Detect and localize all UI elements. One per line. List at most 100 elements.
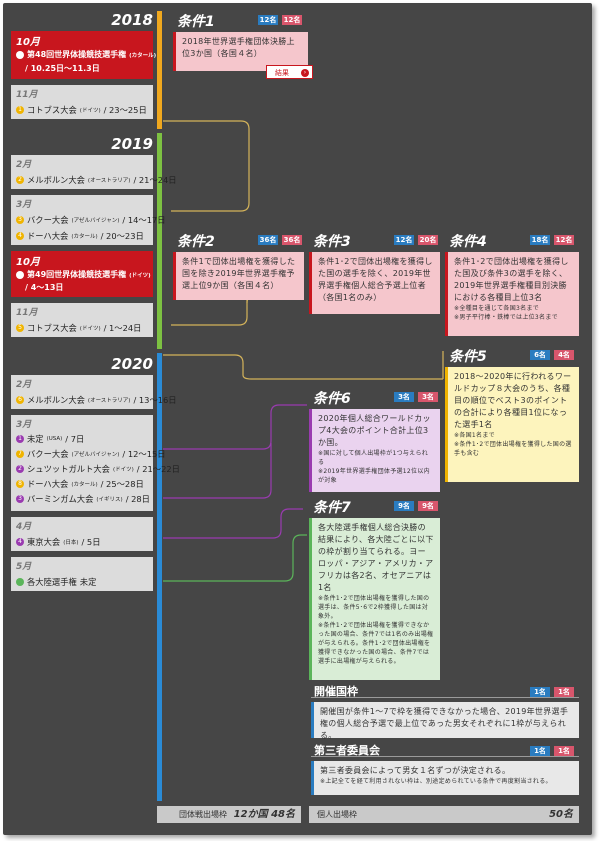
- condition-6-men-count: 3名: [394, 392, 414, 402]
- event-wc49-date: / 4～13日: [25, 283, 64, 292]
- marker-1: 1: [16, 435, 24, 443]
- condition-6-women-count: 3名: [418, 392, 438, 402]
- chevron-right-icon: ›: [301, 69, 309, 77]
- marker-4: 4: [16, 538, 24, 546]
- bullet-icon: [16, 50, 24, 59]
- condition-2-text: 条件1で団体出場権を獲得した国を除き2019年世界選手権予選上位9か国（各国４名…: [182, 257, 296, 290]
- condition-1-text: 2018年世界選手権団体決勝上位3か国（各国４名）: [182, 37, 295, 58]
- third-note: ※上記全てを経て利用されない枠は、別途定められている条件で再度割当される。: [320, 778, 552, 785]
- third-men-count: 1名: [530, 746, 550, 756]
- marker-2: 2: [16, 176, 24, 184]
- month-label: 5月: [16, 562, 32, 572]
- marker-3: 3: [16, 216, 24, 224]
- event-wc49: 第49回世界体操競技選手権(ドイツ): [16, 269, 151, 280]
- condition-2-women-count: 36名: [282, 235, 302, 245]
- condition-7-note2: ※条件1･2で団体出場権を獲得できなかった国の場合、条件7では1名のみ出場権が与…: [318, 622, 434, 665]
- condition-3-text2: （各国1名のみ）: [318, 293, 382, 302]
- individual-slots-footer: 個人出場枠 50名: [309, 806, 579, 823]
- timeline-bar-2018: [157, 11, 162, 129]
- condition-7-title: 条件7: [313, 500, 351, 516]
- connector-to-c5: [163, 354, 443, 380]
- third-box: 第三者委員会によって男女１名ずつが決定される。 ※上記全てを経て利用されない枠は…: [311, 761, 579, 795]
- month-label: 11月: [16, 308, 38, 318]
- month-label: 11月: [16, 90, 38, 100]
- third-women-count: 1名: [554, 746, 574, 756]
- event-wc48: 第48回世界体操競技選手権(カタール): [16, 49, 156, 60]
- marker-5: 5: [16, 324, 24, 332]
- condition-4-text: 条件1･2で団体出場権を獲得した国及び条件3の選手を除く、2019年世界選手権種…: [454, 257, 569, 302]
- condition-6-box: 2020年個人総合ワールドカップ4大会のポイント合計上位3か国。 ※国に対して個…: [309, 409, 440, 492]
- third-title: 第三者委員会: [314, 744, 380, 757]
- marker-3: 3: [16, 495, 24, 503]
- connector-lines: [163, 120, 444, 582]
- individual-slots-number: 50名: [549, 809, 573, 820]
- condition-3-box: 条件1･2で団体出場権を獲得した国の選手を除く、2019年世界選手権個人総合予選…: [309, 252, 440, 314]
- condition-4-title: 条件4: [449, 234, 487, 250]
- marker-6: 6: [16, 396, 24, 404]
- timeline-bar-2019: [157, 133, 162, 349]
- host-men-count: 1名: [530, 687, 550, 697]
- condition-3-text: 条件1･2で団体出場権を獲得した国の選手を除く、2019年世界選手権個人総合予選…: [318, 257, 433, 290]
- month-2018-10: 10月 第48回世界体操競技選手権(カタール) / 10.25日～11.3日: [11, 31, 156, 79]
- condition-5-title: 条件5: [449, 349, 487, 365]
- team-slots-label: 団体戦出場枠: [179, 810, 227, 819]
- chart-board: 2018 10月 第48回世界体操競技選手権(カタール) / 10.25日～11…: [3, 3, 592, 835]
- condition-1-women-count: 12名: [282, 15, 302, 25]
- third-text: 第三者委員会によって男女１名ずつが決定される。: [320, 766, 511, 775]
- condition-7-note1: ※条件1･2で団体出場権を獲得した国の選手は、条件5･6で2枠獲得した国は対象外…: [318, 595, 430, 620]
- condition-5-men-count: 6名: [530, 350, 550, 360]
- condition-5-note2: ※条件1･2で団体出場権を獲得した国の選手も含む: [454, 441, 572, 457]
- result-button[interactable]: 結果 ›: [266, 65, 313, 79]
- condition-6-text: 2020年個人総合ワールドカップ4大会のポイント合計上位3か国。: [318, 414, 431, 447]
- bullet-icon: [16, 270, 24, 279]
- condition-7-box: 各大陸選手権個人総合決勝の結果により、各大陸ごとに以下の枠が割り当てられる。ヨー…: [309, 518, 440, 680]
- month-label: 2月: [16, 380, 32, 390]
- condition-1-men-count: 12名: [258, 15, 278, 25]
- condition-5-text: 2018～2020年に行われるワールドカップ８大会のうち、各種目の順位でベスト3…: [454, 372, 572, 429]
- month-2019-10: 10月 第49回世界体操競技選手権(ドイツ) / 4～13日: [11, 251, 153, 297]
- month-label: 2月: [16, 160, 32, 170]
- condition-7-text: 各大陸選手権個人総合決勝の結果により、各大陸ごとに以下の枠が割り当てられる。ヨー…: [318, 523, 434, 592]
- connector-c7: [163, 508, 303, 539]
- connector-continental: [163, 534, 307, 582]
- marker-1: 1: [16, 106, 24, 114]
- continental-marker-icon: [16, 578, 24, 586]
- host-divider: [311, 697, 579, 698]
- event-continental: 各大陸選手権未定: [16, 576, 96, 588]
- month-label: 10月: [16, 257, 40, 268]
- result-label: 結果: [275, 69, 289, 77]
- month-label: 3月: [16, 200, 32, 210]
- condition-3-women-count: 20名: [418, 235, 438, 245]
- host-text: 開催国が条件1～7で枠を獲得できなかった場合、2019年世界選手権の個人総合予選…: [320, 707, 569, 740]
- year-2019: 2019: [11, 135, 153, 156]
- condition-7-men-count: 9名: [394, 501, 414, 511]
- condition-4-men-count: 18名: [530, 235, 550, 245]
- year-2018: 2018: [11, 11, 153, 32]
- marker-2: 2: [16, 465, 24, 473]
- team-slots-number: 12か国 48名: [233, 809, 295, 820]
- connector-c2-branch: [171, 253, 248, 326]
- host-women-count: 1名: [554, 687, 574, 697]
- team-slots-footer: 団体戦出場枠 12か国 48名: [157, 806, 301, 823]
- condition-4-box: 条件1･2で団体出場権を獲得した国及び条件3の選手を除く、2019年世界選手権種…: [445, 252, 579, 336]
- condition-5-note1: ※各国1名まで: [454, 432, 495, 439]
- individual-slots-label: 個人出場枠: [317, 810, 357, 819]
- month-label: 10月: [16, 37, 40, 48]
- condition-6-title: 条件6: [313, 391, 351, 407]
- condition-5-box: 2018～2020年に行われるワールドカップ８大会のうち、各種目の順位でベスト3…: [445, 367, 579, 482]
- event-wc48-date: / 10.25日～11.3日: [25, 64, 100, 73]
- host-title: 開催国枠: [314, 685, 358, 698]
- marker-4: 4: [16, 232, 24, 240]
- third-divider: [311, 756, 579, 757]
